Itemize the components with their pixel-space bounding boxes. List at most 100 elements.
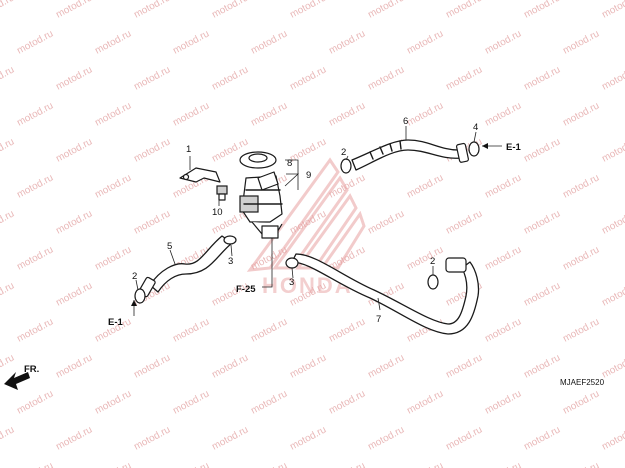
watermark-text: motod.ru [210,64,250,92]
watermark-text: motod.ru [288,0,328,21]
watermark-text: motod.ru [405,388,445,416]
watermark-text: motod.ru [600,280,625,308]
watermark-text: motod.ru [171,316,211,344]
callout-10: 10 [212,207,223,218]
watermark-text: motod.ru [54,0,94,21]
watermark-text: motod.ru [483,460,523,468]
watermark-text: motod.ru [288,352,328,380]
watermark-text: motod.ru [600,424,625,452]
watermark-text: motod.ru [15,388,55,416]
watermark-text: motod.ru [249,460,289,468]
watermark-text: motod.ru [600,208,625,236]
watermark-text: motod.ru [54,208,94,236]
watermark-text: motod.ru [600,0,625,21]
watermark-text: motod.ru [15,316,55,344]
watermark-text: motod.ru [0,0,16,21]
watermark-text: motod.ru [366,0,406,21]
watermark-text: motod.ru [444,0,484,21]
watermark-text: motod.ru [483,28,523,56]
front-arrow [4,372,30,390]
watermark-text: motod.ru [405,460,445,468]
ref-e1-right: E-1 [506,142,522,153]
watermark-text: motod.ru [561,244,601,272]
callout-1: 1 [186,144,191,155]
watermark-text: motod.ru [561,316,601,344]
watermark-text: motod.ru [405,100,445,128]
watermark-text: motod.ru [249,316,289,344]
clamp-2-right [427,274,439,290]
watermark-text: motod.ru [249,100,289,128]
watermark-text: motod.ru [132,208,172,236]
bracket-1 [179,167,221,183]
watermark-text: motod.ru [54,424,94,452]
watermark-text: motod.ru [0,280,16,308]
watermark-text: motod.ru [366,352,406,380]
watermark-text: motod.ru [54,64,94,92]
watermark-text: motod.ru [600,64,625,92]
watermark-text: motod.ru [522,0,562,21]
callout-4: 4 [473,122,478,133]
watermark-text: motod.ru [561,388,601,416]
callout-2-right: 2 [430,256,435,267]
watermark-text: motod.ru [366,424,406,452]
watermark-text: motod.ru [522,424,562,452]
watermark-text: motod.ru [132,424,172,452]
solenoid-valve-9 [239,171,283,239]
clamp-4 [468,141,480,157]
watermark-text: motod.ru [249,28,289,56]
clamp-3-left [223,235,237,245]
watermark-text: motod.ru [93,28,133,56]
watermark-text: motod.ru [522,136,562,164]
ref-e1-left: E-1 [108,317,124,328]
callout-2-upper: 2 [341,147,346,158]
bolt-10 [216,185,228,201]
watermark-text: motod.ru [600,352,625,380]
callout-5: 5 [167,241,172,252]
watermark-text: motod.ru [561,172,601,200]
hose-7 [291,253,480,335]
watermark-text: motod.ru [561,100,601,128]
callout-8: 8 [287,158,292,169]
rubber-mount-8 [239,151,277,169]
clamp-2-upper [340,158,352,174]
watermark-text: motod.ru [210,352,250,380]
watermark-text: motod.ru [483,244,523,272]
watermark-text: motod.ru [15,460,55,468]
watermark-text: motod.ru [171,28,211,56]
watermark-text: motod.ru [0,136,16,164]
watermark-text: motod.ru [15,100,55,128]
watermark-text: motod.ru [171,100,211,128]
e1-arrow-right [482,143,502,149]
watermark-text: motod.ru [171,460,211,468]
callout-6: 6 [403,116,408,127]
watermark-text: motod.ru [600,136,625,164]
watermark-text: motod.ru [405,244,445,272]
watermark-text: motod.ru [93,100,133,128]
watermark-text: motod.ru [249,388,289,416]
diagram-code: MJAEF2520 [560,378,605,387]
watermark-text: motod.ru [327,100,367,128]
ref-front: FR. [24,364,39,375]
watermark-text: motod.ru [54,352,94,380]
watermark-text: motod.ru [132,352,172,380]
watermark-text: motod.ru [483,172,523,200]
watermark-text: motod.ru [288,424,328,452]
e1-arrow-left [131,300,137,316]
watermark-text: motod.ru [15,244,55,272]
watermark-text: motod.ru [522,280,562,308]
watermark-text: motod.ru [405,172,445,200]
watermark-text: motod.ru [54,280,94,308]
watermark-text: motod.ru [366,64,406,92]
watermark-text: motod.ru [327,316,367,344]
watermark-text: motod.ru [93,244,133,272]
watermark-text: motod.ru [561,460,601,468]
watermark-text: motod.ru [15,172,55,200]
watermark-text: motod.ru [93,388,133,416]
watermark-text: motod.ru [93,460,133,468]
watermark-text: motod.ru [132,136,172,164]
watermark-text: motod.ru [561,28,601,56]
watermark-text: motod.ru [15,28,55,56]
watermark-text: motod.ru [93,172,133,200]
